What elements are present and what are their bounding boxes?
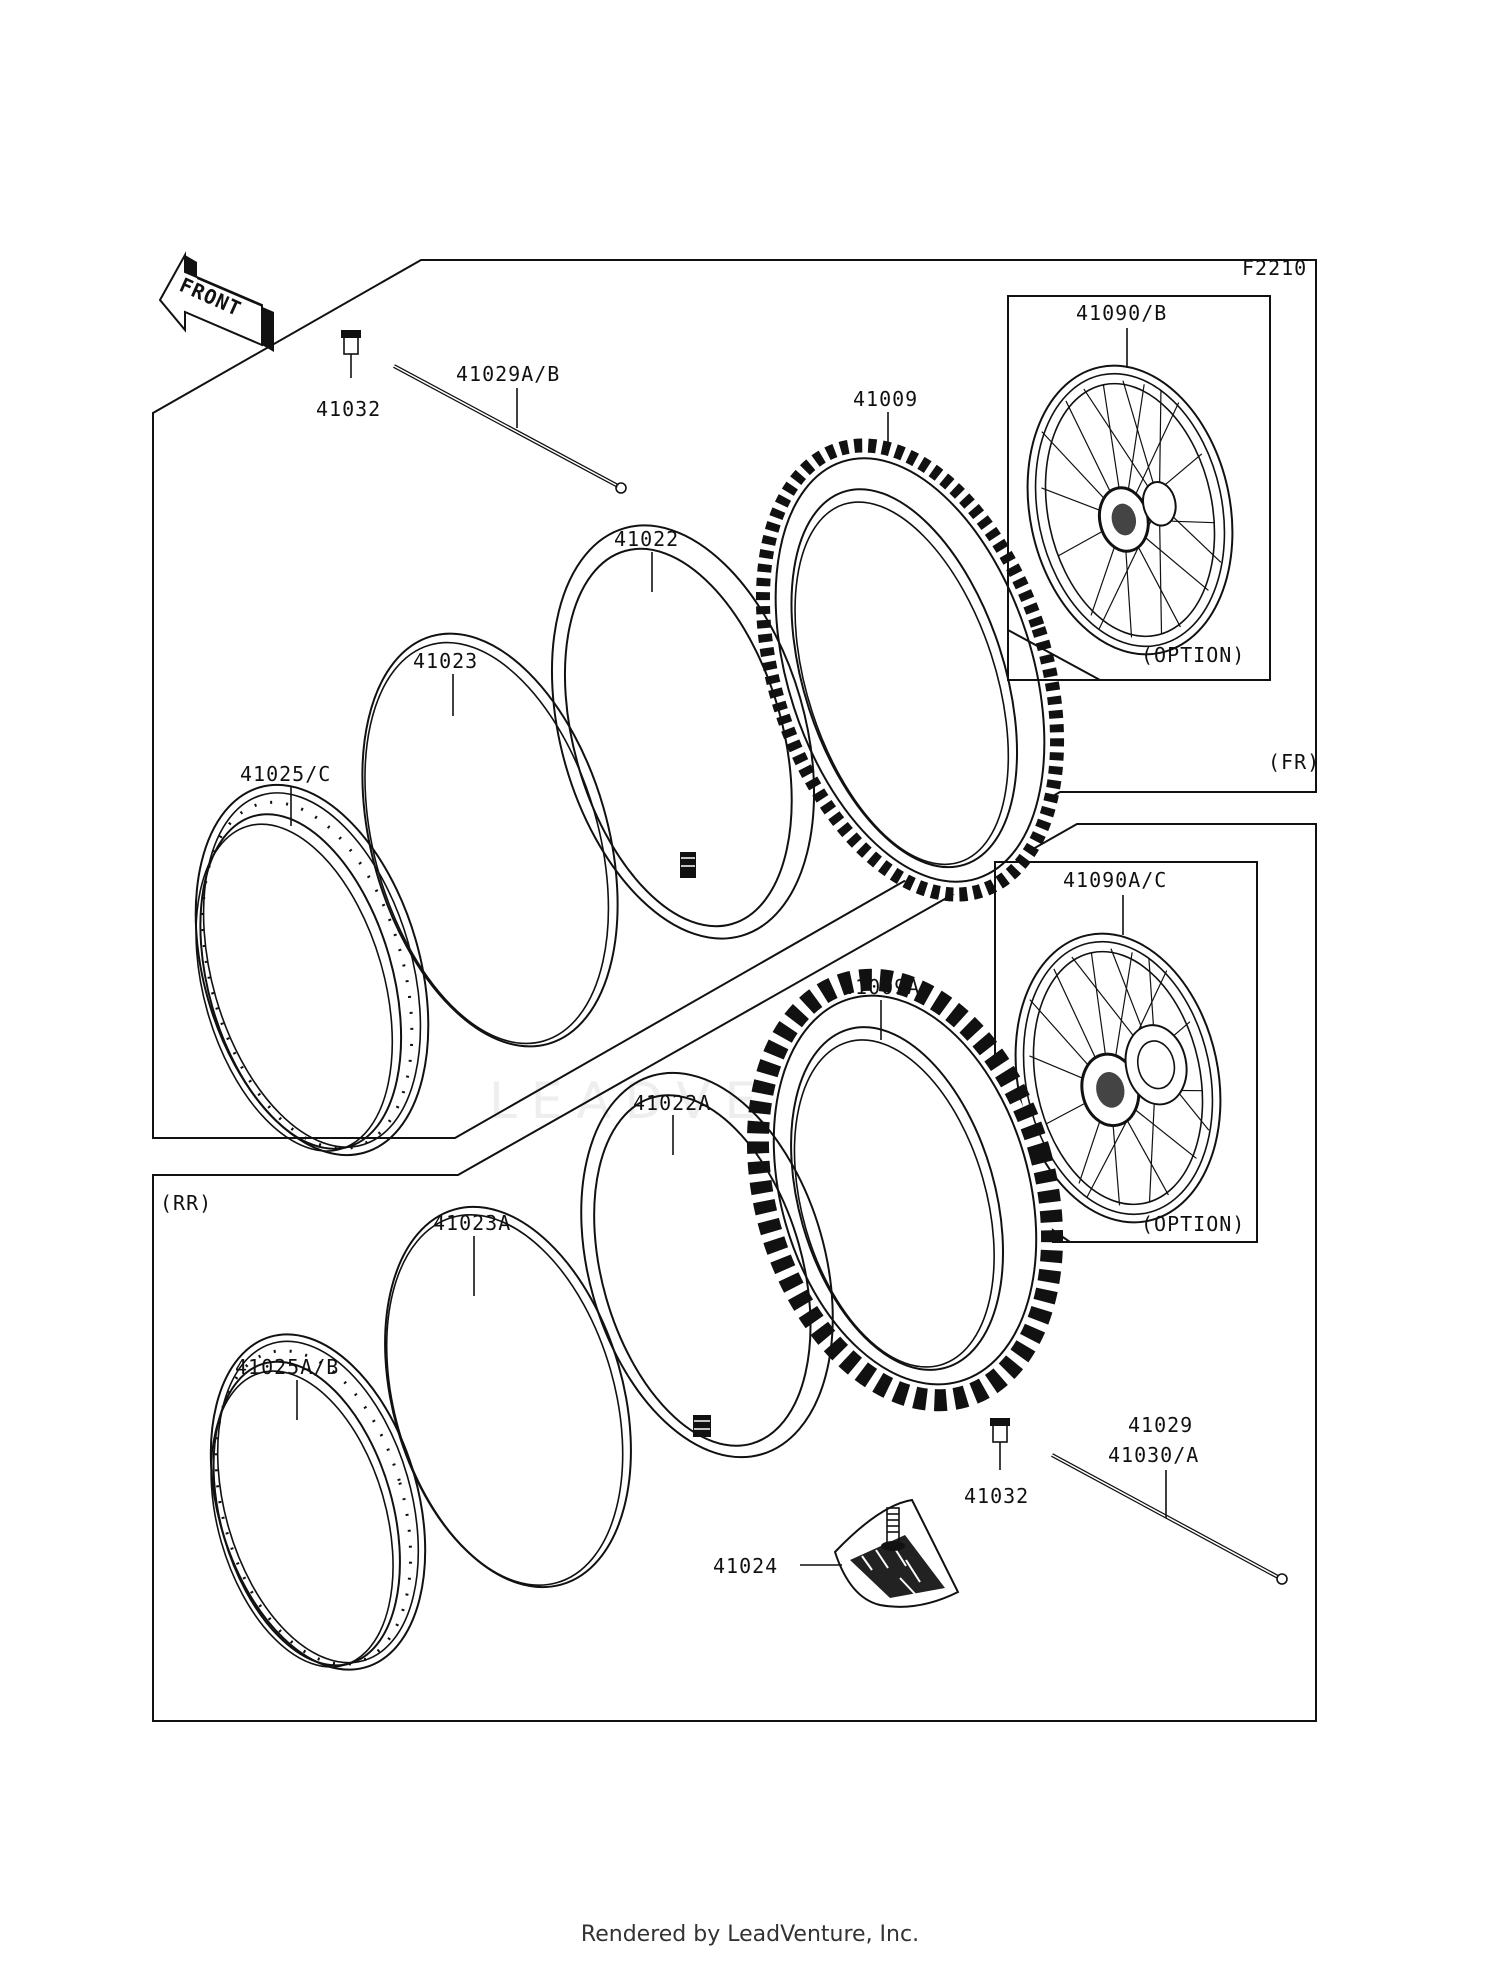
part-label: 41090/B <box>1076 301 1167 325</box>
part-label: 41029 <box>1128 1413 1193 1437</box>
front-tire-icon <box>755 438 1065 902</box>
part-label: 41025/C <box>240 762 331 786</box>
rendered-by-footer: Rendered by LeadVenture, Inc. <box>580 1922 920 1947</box>
rear-section-frame <box>152 823 1317 1722</box>
option-label-front: (OPTION) <box>1141 643 1245 667</box>
front-rim-band-icon <box>361 632 619 1048</box>
part-label: 41025A/B <box>235 1355 339 1379</box>
rim-lock-icon <box>833 1498 960 1608</box>
front-wheel-icon <box>1026 364 1234 656</box>
spoke-icon <box>393 364 627 494</box>
part-label: 41032 <box>964 1484 1029 1508</box>
valve-icon <box>341 330 361 378</box>
front-arrow-icon: FRONT <box>158 251 274 352</box>
tube-valve-icon <box>680 852 696 878</box>
part-label: 41023A <box>433 1211 511 1235</box>
part-label: 41022A <box>633 1091 711 1115</box>
part-label: 41023 <box>413 649 478 673</box>
part-label: 41030/A <box>1108 1443 1199 1467</box>
front-section-label: (FR) <box>1268 750 1320 774</box>
part-label: 41032 <box>316 397 381 421</box>
part-label: 41009 <box>853 387 918 411</box>
tube-valve-icon <box>693 1415 711 1437</box>
rear-wheel-icon <box>1014 932 1222 1224</box>
part-label: 41022 <box>614 527 679 551</box>
valve-icon <box>990 1418 1010 1470</box>
part-label: 41029A/B <box>456 362 560 386</box>
rear-rim-icon <box>209 1333 427 1671</box>
part-label: 41090A/C <box>1063 868 1167 892</box>
rear-section-label: (RR) <box>160 1191 212 1215</box>
option-label-rear: (OPTION) <box>1141 1212 1245 1236</box>
part-label: 41009A <box>842 975 920 999</box>
part-label: 41024 <box>713 1554 778 1578</box>
front-section-frame <box>152 259 1317 1139</box>
rear-tire-icon <box>746 968 1064 1412</box>
spoke-icon <box>1051 1453 1288 1585</box>
option-box-front <box>1007 295 1271 681</box>
rear-tube-icon <box>580 1071 834 1459</box>
option-box-rear <box>994 861 1258 1243</box>
